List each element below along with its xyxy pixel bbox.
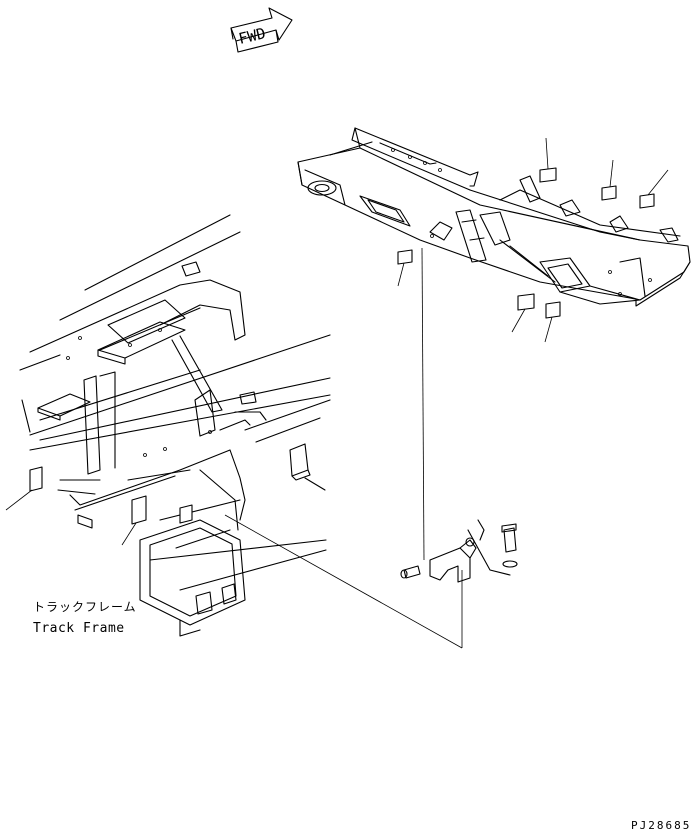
- decal-group-upper: [397, 137, 669, 343]
- track-frame-label-jp: トラックフレーム: [33, 600, 137, 614]
- figure-number: PJ28685: [631, 819, 691, 832]
- forward-arrow-icon: FWD: [230, 7, 293, 53]
- forward-arrow-label: FWD: [237, 24, 267, 48]
- car-body-frame: [297, 127, 691, 307]
- decal-group-lower: [5, 466, 193, 546]
- track-frame: [19, 214, 331, 637]
- track-frame-callout: トラックフレーム Track Frame: [33, 600, 137, 636]
- bracket-assembly: [224, 247, 518, 649]
- track-frame-label-en: Track Frame: [33, 621, 125, 636]
